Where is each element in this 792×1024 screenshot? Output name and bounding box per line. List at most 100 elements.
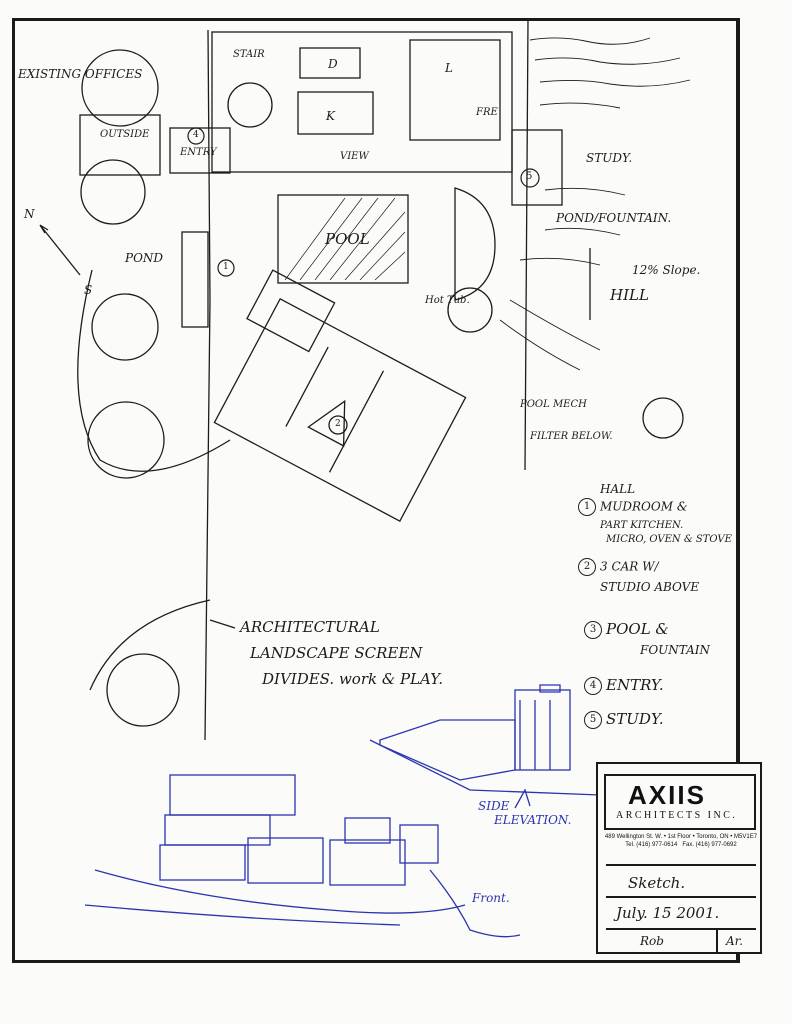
legend-item-2: 2 3 CAR W/ STUDIO ABOVE bbox=[578, 558, 699, 594]
legend-item-2-num: 2 bbox=[578, 558, 596, 576]
label-slope: 12% Slope. bbox=[632, 263, 701, 277]
label-elevation: ELEVATION. bbox=[494, 813, 572, 827]
label-hot-tub: Hot Tub. bbox=[425, 295, 470, 306]
tree-4 bbox=[87, 401, 165, 479]
label-fre: FRE bbox=[476, 107, 498, 118]
marker-5-circle bbox=[520, 168, 540, 188]
label-side: SIDE bbox=[478, 799, 510, 813]
compass-arrow bbox=[39, 224, 81, 276]
title-divider-2 bbox=[606, 896, 756, 898]
marker-1: 1 bbox=[223, 262, 229, 272]
label-view: VIEW bbox=[340, 151, 369, 162]
sheet-title: Sketch. bbox=[628, 874, 686, 892]
stair-circle bbox=[227, 82, 273, 128]
label-pond: POND bbox=[125, 251, 164, 265]
label-stair: STAIR bbox=[233, 49, 265, 60]
legend-item-5-line1: STUDY. bbox=[606, 710, 664, 728]
legend-item-1-line3: PART KITCHEN. bbox=[600, 520, 684, 531]
sheet-date: July. 15 2001. bbox=[616, 904, 720, 922]
legend-item-3-num: 3 bbox=[584, 621, 602, 639]
label-room-d: D bbox=[328, 57, 338, 71]
label-existing-offices: EXISTING OFFICES bbox=[18, 67, 143, 81]
tree-5 bbox=[106, 653, 180, 727]
title-divider-3 bbox=[606, 928, 756, 930]
room-d bbox=[299, 47, 361, 79]
drawn-by: Rob bbox=[640, 934, 664, 948]
legend-item-4-line1: ENTRY. bbox=[606, 676, 664, 694]
tree-3 bbox=[91, 293, 159, 361]
driveway-curve bbox=[77, 269, 231, 691]
title-block: AXIIS ARCHITECTS INC. 489 Wellington St.… bbox=[596, 762, 762, 954]
label-front: Front. bbox=[472, 891, 510, 905]
label-filter-below: FILTER BELOW. bbox=[530, 431, 613, 442]
pool-outline bbox=[277, 194, 409, 284]
study-block bbox=[511, 129, 563, 206]
tree-6 bbox=[642, 397, 684, 439]
firm-address-block: 489 Wellington St. W. • 1st Floor • Toro… bbox=[598, 834, 764, 850]
label-pool: POOL bbox=[325, 230, 370, 248]
legend-item-3-line2: FOUNTAIN bbox=[640, 643, 711, 657]
screen-arrow bbox=[209, 619, 236, 629]
label-screen-line3: DIVIDES. work & PLAY. bbox=[262, 670, 443, 688]
front-elevation-sketch bbox=[84, 774, 521, 938]
garage-block bbox=[213, 269, 467, 522]
firm-fax: Fax. (416) 977-0692 bbox=[682, 841, 737, 848]
marker-4: 4 bbox=[193, 130, 199, 140]
side-elevation-sketch bbox=[369, 684, 601, 796]
outside-patio bbox=[79, 114, 161, 176]
label-compass-n: N bbox=[24, 207, 35, 221]
house-block bbox=[211, 31, 513, 173]
drawing-sheet-border bbox=[12, 18, 740, 963]
left-pond bbox=[181, 231, 209, 328]
label-pool-mech: POOL MECH bbox=[520, 399, 587, 410]
label-room-l: L bbox=[445, 61, 453, 75]
tree-2 bbox=[80, 159, 146, 225]
label-compass-s: S bbox=[84, 283, 93, 297]
firm-address: 489 Wellington St. W. • 1st Floor • Toro… bbox=[604, 834, 758, 840]
checked-by: Ar. bbox=[726, 934, 743, 948]
legend-item-2-line1: 3 CAR W/ bbox=[600, 559, 659, 574]
legend-item-5-num: 5 bbox=[584, 711, 602, 729]
label-study: STUDY. bbox=[586, 151, 633, 165]
firm-subtitle: ARCHITECTS INC. bbox=[616, 810, 738, 821]
room-l bbox=[409, 39, 501, 141]
marker-2: 2 bbox=[335, 419, 341, 429]
label-outside: OUTSIDE bbox=[100, 129, 150, 140]
legend-item-1: HALL 1 MUDROOM & PART KITCHEN. MICRO, OVE… bbox=[578, 482, 732, 545]
label-screen-line2: LANDSCAPE SCREEN bbox=[250, 644, 423, 662]
marker-5: 5 bbox=[526, 171, 533, 182]
label-hill: HILL bbox=[610, 286, 649, 304]
fountain-dome bbox=[454, 187, 496, 301]
room-k bbox=[297, 91, 374, 135]
firm-logo: AXIIS ARCHITECTS INC. bbox=[604, 774, 756, 830]
tree-1 bbox=[81, 49, 159, 127]
firm-name: AXIIS bbox=[628, 780, 706, 810]
slope-lines bbox=[499, 37, 691, 371]
entry-block bbox=[169, 127, 231, 174]
legend-item-1-line1: HALL bbox=[600, 482, 636, 496]
title-divider-vertical bbox=[716, 928, 718, 952]
marker-2-circle bbox=[328, 415, 348, 435]
legend-item-3-line1: POOL & bbox=[606, 620, 669, 638]
marker-4-circle bbox=[187, 127, 205, 145]
plan-axis-left bbox=[204, 29, 211, 741]
title-divider-1 bbox=[606, 864, 756, 866]
plan-axis-right bbox=[524, 19, 529, 471]
label-pond-fountain: POND/FOUNTAIN. bbox=[556, 211, 672, 225]
pool-hatch bbox=[284, 197, 406, 281]
marker-1-circle bbox=[217, 259, 235, 277]
legend-item-4-num: 4 bbox=[584, 677, 602, 695]
side-elevation-arrow bbox=[514, 788, 531, 809]
label-entry: ENTRY bbox=[180, 147, 217, 158]
label-screen-line1: ARCHITECTURAL bbox=[240, 618, 380, 636]
hot-tub bbox=[447, 287, 493, 333]
legend-item-1-line4: MICRO, OVEN & STOVE bbox=[606, 534, 732, 545]
label-room-k: K bbox=[326, 109, 335, 123]
legend-item-1-line2: MUDROOM & bbox=[600, 499, 688, 514]
legend-item-2-line2: STUDIO ABOVE bbox=[600, 580, 700, 594]
legend-item-1-num: 1 bbox=[578, 498, 596, 516]
